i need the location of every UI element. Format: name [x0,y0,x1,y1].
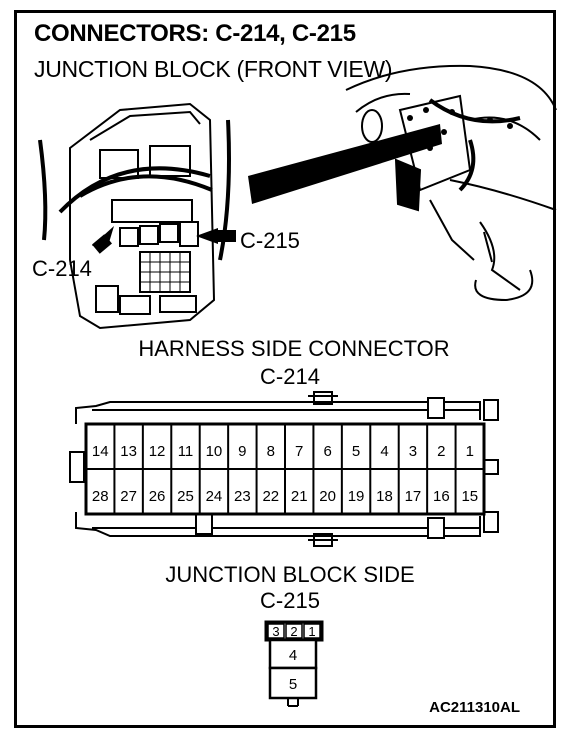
c214-pin-9: 9 [238,443,246,460]
c214-pin-21: 21 [291,488,308,505]
c214-pin-11: 11 [178,443,194,460]
c214-pin-20: 20 [319,488,336,505]
c214-pin-1: 1 [466,443,474,460]
harness-connector-name: C-214 [260,364,320,389]
harness-heading: HARNESS SIDE CONNECTOR [138,336,450,361]
c214-pin-12: 12 [149,443,166,460]
c215-pin-5: 5 [289,676,297,693]
c214-pin-28: 28 [92,488,109,505]
c214-callout-label: C-214 [32,256,92,281]
c214-pin-18: 18 [376,488,393,505]
junction-connector-name: C-215 [260,588,320,613]
c214-pin-6: 6 [323,443,331,460]
c214-pin-3: 3 [409,443,417,460]
c214-bottom-row: 28 27 26 25 24 23 22 21 20 19 18 17 16 15 [92,488,478,505]
c215-pin-2: 2 [290,624,297,639]
figure-code: AC211310AL [429,699,520,716]
junction-heading: JUNCTION BLOCK SIDE [165,562,415,587]
c214-pin-7: 7 [295,443,303,460]
c215-pin-3: 3 [272,624,279,639]
c214-pin-27: 27 [120,488,137,505]
c214-pin-14: 14 [92,443,109,460]
c215-pin-4: 4 [289,647,297,664]
c214-pin-10: 10 [206,443,223,460]
c214-top-row: 14 13 12 11 10 9 8 7 6 5 4 3 2 1 [92,443,474,460]
c214-pin-26: 26 [149,488,166,505]
c214-pin-5: 5 [352,443,360,460]
page-subtitle: JUNCTION BLOCK (FRONT VIEW) [34,56,393,82]
c214-pin-15: 15 [461,488,478,505]
c215-callout-label: C-215 [240,228,300,253]
page-title: CONNECTORS: C-214, C-215 [34,20,356,47]
c214-pin-23: 23 [234,488,251,505]
c214-pin-16: 16 [433,488,450,505]
c214-pin-24: 24 [206,488,223,505]
c214-pin-25: 25 [177,488,194,505]
c214-pin-22: 22 [262,488,279,505]
c214-pin-17: 17 [405,488,422,505]
c214-pin-8: 8 [267,443,275,460]
c214-pin-2: 2 [437,443,445,460]
c214-pin-4: 4 [380,443,388,460]
c214-pin-19: 19 [348,488,365,505]
c214-pin-13: 13 [120,443,137,460]
diagram-frame [14,10,556,728]
c215-pin-1: 1 [308,624,315,639]
